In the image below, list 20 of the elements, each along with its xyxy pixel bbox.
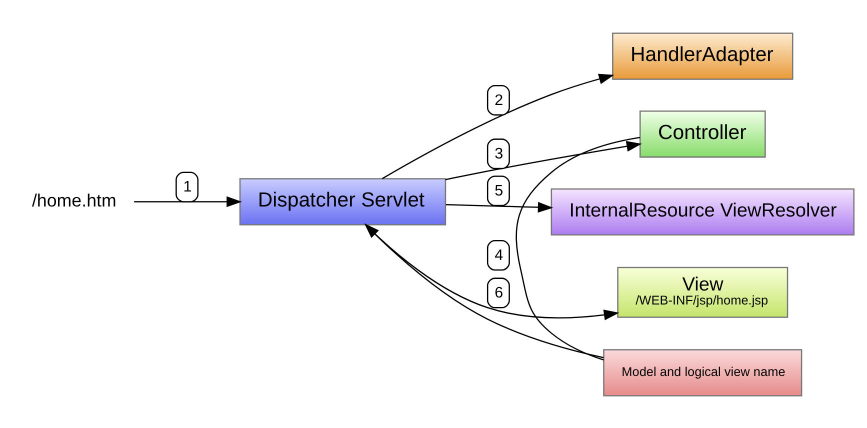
- arrow: [364, 222, 604, 358]
- edge-label: 4: [494, 246, 503, 264]
- arrow: [364, 224, 619, 320]
- arrow: [445, 201, 553, 212]
- node-box: Controller: [638, 110, 766, 158]
- node-box: HandlerAdapter: [612, 32, 793, 80]
- arrow: [444, 140, 642, 180]
- node-box: View /WEB-INF/jsp/home.jsp: [616, 266, 788, 318]
- edge-label: 5: [494, 182, 503, 199]
- edge-label: 2: [494, 91, 503, 108]
- node-text: /home.htm: [31, 190, 116, 210]
- edge-label: 3: [494, 144, 503, 162]
- edge-label: 1: [182, 178, 192, 196]
- node-box: Model and logical view name: [602, 348, 802, 396]
- edge-label: 6: [494, 284, 503, 302]
- arrow: [381, 73, 614, 179]
- arrow: [134, 196, 242, 207]
- node-box: Dispatcher Servlet: [238, 178, 446, 225]
- connector: [515, 136, 640, 360]
- node-box: InternalResource ViewResolver: [550, 188, 854, 236]
